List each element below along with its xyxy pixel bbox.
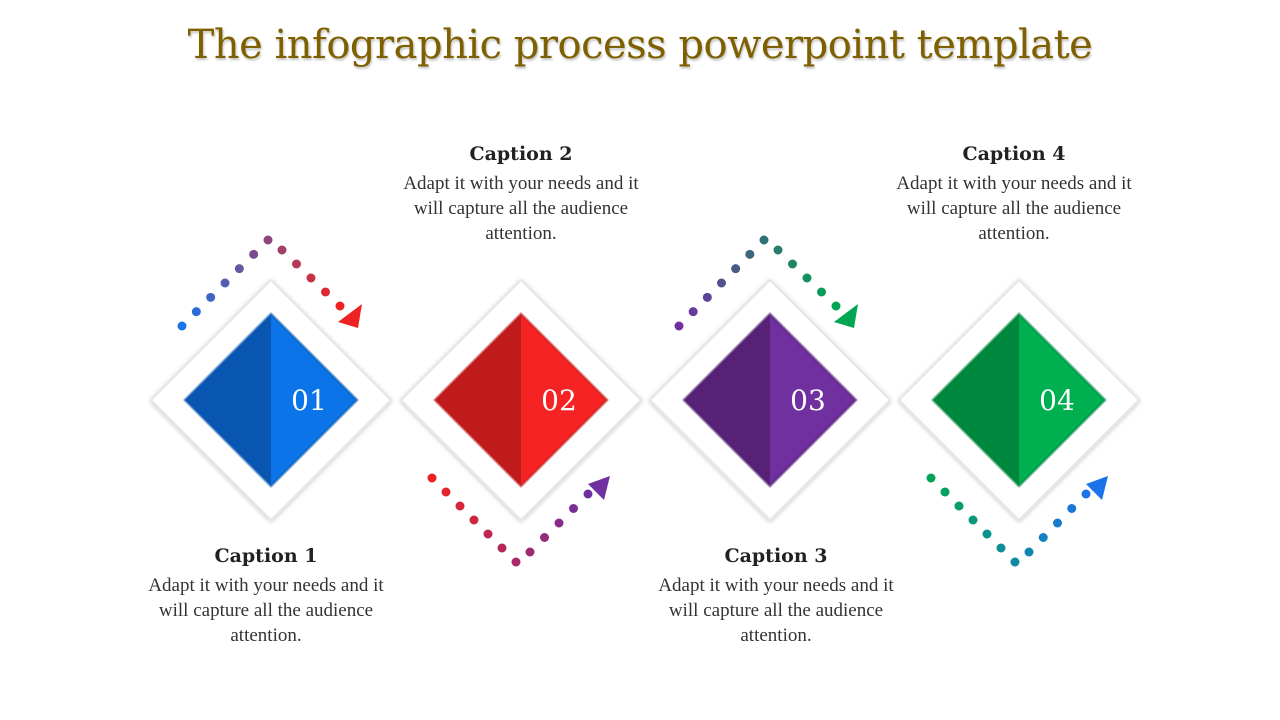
- connector-2-3-dot: [583, 489, 593, 499]
- connector-3-4-dot: [817, 287, 826, 297]
- page-title: The infographic process powerpoint templ…: [187, 22, 1093, 68]
- connector-3-4-dot: [688, 307, 698, 317]
- connector-3-4-dot: [731, 264, 741, 274]
- connector-4-out-dot: [996, 543, 1006, 553]
- connector-1-2-dot: [277, 245, 287, 255]
- step-3-diamond: 03: [649, 279, 891, 521]
- connector-4-out-dot: [982, 529, 992, 539]
- connector-2-3-dot: [497, 543, 507, 553]
- connector-2-3-dot: [441, 487, 451, 497]
- connector-3-4: [674, 235, 858, 331]
- step-3-number: 03: [790, 384, 826, 417]
- connector-3-4-dot: [717, 278, 726, 288]
- connector-1-2-dot: [191, 307, 201, 317]
- connector-4-out-dot: [968, 515, 978, 525]
- connector-4-out-dot: [1081, 489, 1091, 499]
- connector-2-3-dot: [511, 557, 521, 567]
- connector-2-3-dot: [554, 518, 564, 528]
- connector-2-3-dot: [525, 547, 535, 557]
- step-1-diamond: 01: [150, 279, 392, 521]
- connector-4-out-dot: [954, 501, 964, 511]
- connector-3-4-dot: [802, 273, 812, 283]
- caption-4-heading: Caption 4: [962, 143, 1066, 165]
- connector-2-3-dot: [483, 529, 493, 539]
- step-4-number: 04: [1039, 384, 1075, 417]
- connector-4-out-dot: [940, 487, 950, 497]
- connector-3-4-dot: [773, 245, 783, 255]
- connector-2-3-dot: [427, 473, 437, 483]
- step-2-diamond: 02: [400, 279, 642, 521]
- connector-1-2-dot: [263, 235, 273, 245]
- caption-1: Caption 1 Adapt it with your needs and i…: [141, 545, 391, 648]
- connector-3-4-dot: [702, 292, 712, 302]
- connector-2-3-dot: [455, 501, 465, 511]
- connector-1-2: [177, 235, 362, 331]
- connector-2-3-arrowhead-icon: [588, 476, 610, 500]
- connector-4-out-dot: [1024, 547, 1034, 557]
- connector-4-out: [926, 473, 1108, 567]
- connector-4-out-dot: [1067, 504, 1077, 513]
- connector-1-2-dot: [249, 249, 259, 259]
- connector-2-3-dot: [469, 515, 479, 525]
- connector-1-2-dot: [234, 264, 244, 274]
- connector-4-out-dot: [926, 473, 936, 483]
- connector-1-2-dot: [292, 259, 301, 269]
- connector-4-out-dot: [1053, 518, 1062, 528]
- caption-3: Caption 3 Adapt it with your needs and i…: [651, 545, 901, 648]
- connector-1-2-dot: [206, 292, 216, 302]
- connector-3-4-dot: [745, 249, 755, 259]
- connector-1-2-arrowhead-icon: [338, 304, 362, 328]
- step-1-number: 01: [291, 384, 327, 417]
- step-2-number: 02: [541, 384, 577, 417]
- caption-1-heading: Caption 1: [214, 545, 318, 567]
- caption-4-text: Adapt it with your needs and it will cap…: [896, 173, 1132, 244]
- caption-3-text: Adapt it with your needs and it will cap…: [658, 575, 894, 646]
- connector-1-2-dot: [321, 287, 330, 297]
- connector-3-4-arrowhead-icon: [834, 304, 858, 328]
- connector-3-4-dot: [759, 235, 769, 245]
- connector-1-2-dot: [220, 278, 230, 288]
- step-4-diamond: 04: [898, 279, 1140, 521]
- connector-1-2-dot: [177, 321, 187, 331]
- caption-1-text: Adapt it with your needs and it will cap…: [148, 575, 384, 646]
- connector-3-4-dot: [674, 321, 684, 331]
- caption-4: Caption 4 Adapt it with your needs and i…: [889, 143, 1139, 246]
- connector-4-out-dot: [1010, 557, 1020, 567]
- connector-2-3-dot: [569, 504, 578, 513]
- caption-3-heading: Caption 3: [724, 545, 828, 567]
- caption-2-heading: Caption 2: [469, 143, 573, 165]
- connector-2-3-dot: [540, 533, 549, 542]
- connector-2-3: [427, 473, 610, 567]
- connector-4-out-dot: [1038, 533, 1048, 542]
- caption-2: Caption 2 Adapt it with your needs and i…: [396, 143, 646, 246]
- connector-1-2-dot: [335, 301, 345, 311]
- connector-3-4-dot: [831, 301, 841, 311]
- connector-3-4-dot: [788, 259, 797, 269]
- caption-2-text: Adapt it with your needs and it will cap…: [403, 173, 639, 244]
- connector-4-out-arrowhead-icon: [1086, 476, 1108, 500]
- connector-1-2-dot: [306, 273, 316, 283]
